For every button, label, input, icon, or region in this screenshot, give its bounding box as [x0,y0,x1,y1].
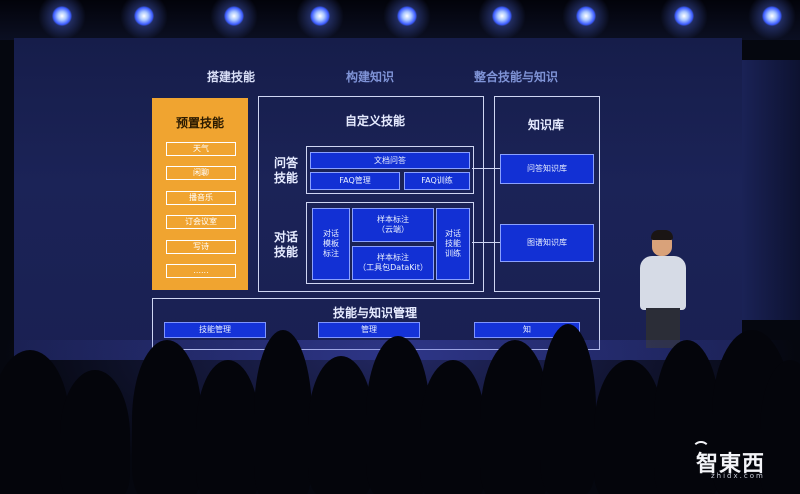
stage-lighting-rig [0,0,800,40]
wifi-logo-icon [692,441,710,451]
preset-skill-item: 写诗 [166,240,236,254]
projection-screen [14,38,742,360]
preset-skills-panel: 预置技能 天气 闲聊 播音乐 订会议室 写诗 ...... [152,98,248,290]
knowledge-base-panel [494,96,600,292]
presenter [632,228,692,348]
spotlight [762,6,782,26]
preset-skills-title: 预置技能 [175,116,224,130]
preset-skill-item: 天气 [166,142,236,156]
spotlight [492,6,512,26]
management-title: 技能与知识管理 [332,306,417,320]
connector-line [472,168,500,169]
spotlight [224,6,244,26]
spotlight [674,6,694,26]
sample-cloud-module: 样本标注 （云端） [352,208,434,242]
watermark-domain: zhidx.com [711,472,765,480]
preset-skill-item: 播音乐 [166,191,236,205]
header-build-knowledge: 构建知识 [346,70,395,84]
skill-manage-module: 技能管理 [164,322,266,338]
knowledge-base-title: 知识库 [527,118,564,132]
dialog-template-module: 对话 模板 标注 [312,208,350,280]
connector-line [472,242,500,243]
faq-manage-module: FAQ管理 [310,172,400,190]
qa-knowledge-base: 问答知识库 [500,154,594,184]
spotlight [397,6,417,26]
dialog-skill-group [306,202,474,284]
custom-skills-title: 自定义技能 [344,114,405,128]
qa-skill-group [306,146,474,194]
spotlight [134,6,154,26]
watermark-logo: 智東西 [696,452,766,477]
preset-skill-item: 闲聊 [166,166,236,180]
spotlight [52,6,72,26]
audience-silhouettes [0,300,800,494]
graph-knowledge-base: 图谱知识库 [500,224,594,262]
spotlight [310,6,330,26]
dialog-skill-label: 对话 技能 [273,230,298,259]
dialog-train-module: 对话 技能 训练 [436,208,470,280]
qa-skill-label: 问答 技能 [273,156,298,185]
spotlight [576,6,596,26]
header-build-skills: 搭建技能 [207,70,256,84]
management-panel [152,298,600,350]
manage-module: 管理 [318,322,420,338]
doc-qa-module: 文档问答 [310,152,470,169]
header-integrate: 整合技能与知识 [474,70,559,84]
custom-skills-panel [258,96,484,292]
sample-datakit-module: 样本标注 （工具包DataKit） [352,246,434,280]
side-screen [742,60,800,320]
preset-skill-item: ...... [166,264,236,278]
preset-skill-item: 订会议室 [166,215,236,229]
faq-train-module: FAQ训练 [404,172,470,190]
